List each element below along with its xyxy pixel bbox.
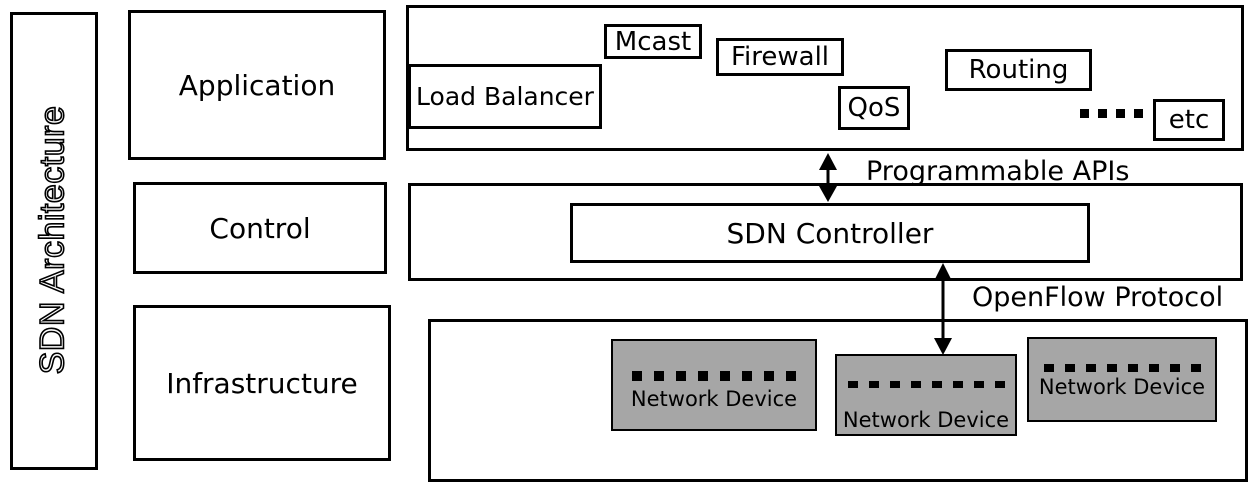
- southbound-arrow: [934, 263, 952, 355]
- app-firewall: Firewall: [716, 38, 844, 76]
- layer-application-label: Application: [178, 68, 336, 102]
- app-mcast: Mcast: [604, 24, 702, 59]
- ellipsis-dots: [1080, 109, 1143, 118]
- sdn-controller-box: SDN Controller: [570, 203, 1090, 263]
- layer-control-label: Control: [209, 211, 311, 245]
- architecture-title-box: [10, 12, 98, 470]
- northbound-arrow: [819, 153, 837, 202]
- sdn-controller-label: SDN Controller: [726, 216, 934, 250]
- layer-control-box: Control: [133, 182, 387, 274]
- network-device-label: Network Device: [630, 387, 798, 411]
- southbound-interface-label: OpenFlow Protocol: [972, 282, 1224, 313]
- layer-application-box: Application: [128, 10, 386, 160]
- layer-infrastructure-box: Infrastructure: [133, 305, 391, 461]
- network-device-label: Network Device: [1038, 375, 1206, 399]
- network-device: Network Device: [835, 354, 1017, 436]
- app-load-balancer: Load Balancer: [408, 64, 602, 129]
- network-device: Network Device: [611, 339, 817, 431]
- northbound-interface-label: Programmable APIs: [866, 156, 1130, 187]
- control-plane: [408, 183, 1243, 281]
- app-qos: QoS: [838, 86, 910, 130]
- app-routing: Routing: [945, 49, 1092, 91]
- network-device-label: Network Device: [842, 408, 1010, 432]
- layer-infrastructure-label: Infrastructure: [166, 366, 358, 400]
- app-etc: etc: [1153, 99, 1225, 141]
- network-device: Network Device: [1027, 337, 1217, 422]
